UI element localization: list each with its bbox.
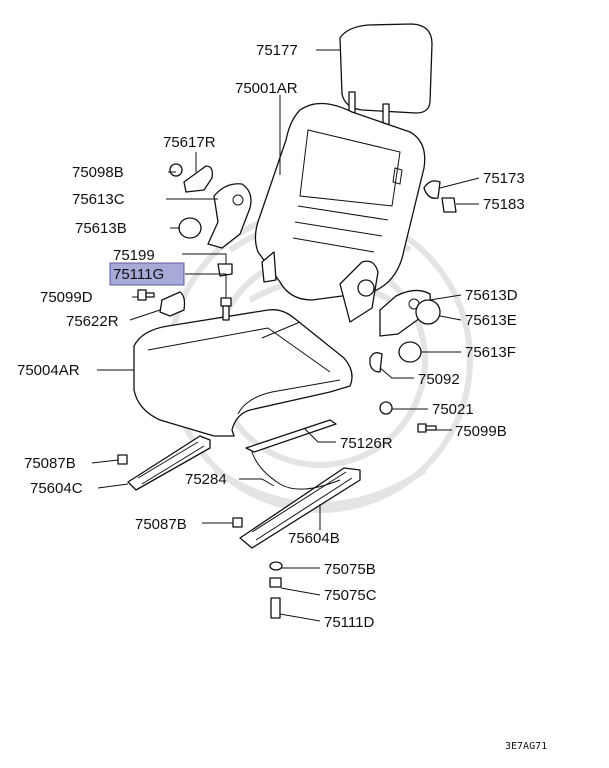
callout-75001ar[interactable]: 75001AR [235,80,298,97]
callout-75111g[interactable]: 75111G [113,266,164,283]
diagram-code: 3E7AG71 [505,741,547,752]
slide-rail-right[interactable] [239,467,361,549]
cover-round-right-lower[interactable] [398,341,422,363]
recliner-bracket-left[interactable] [207,183,252,249]
callout-75075c[interactable]: 75075C [324,587,377,604]
callout-75111d[interactable]: 75111D [324,614,374,631]
leader-lines [91,49,480,622]
clip[interactable] [217,263,233,277]
seat-cushion[interactable] [133,309,353,437]
cover-round-right-upper[interactable] [415,299,441,325]
callout-75613b[interactable]: 75613B [75,220,127,237]
callout-75004ar[interactable]: 75004AR [17,362,80,379]
callout-75284[interactable]: 75284 [185,471,227,488]
callout-75092[interactable]: 75092 [418,371,460,388]
callout-75604c[interactable]: 75604C [30,480,83,497]
callout-75622r[interactable]: 75622R [66,313,119,330]
callout-75099b[interactable]: 75099B [455,423,507,440]
plug[interactable] [441,197,457,213]
callout-75099d[interactable]: 75099D [40,289,93,306]
cover-round-left[interactable] [178,217,202,239]
callout-75617r[interactable]: 75617R [163,134,216,151]
bolt-75111g[interactable] [220,297,232,321]
callout-75126r[interactable]: 75126R [340,435,393,452]
lever-cap[interactable] [423,180,441,199]
callout-75087b-right[interactable]: 75087B [135,516,187,533]
washer[interactable] [379,401,393,415]
callout-75087b-left[interactable]: 75087B [24,455,76,472]
callout-75075b[interactable]: 75075B [324,561,376,578]
callout-75173[interactable]: 75173 [483,170,525,187]
callout-75199[interactable]: 75199 [113,247,155,264]
callout-75613f[interactable]: 75613F [465,344,516,361]
callout-75183[interactable]: 75183 [483,196,525,213]
nut-75087b-right[interactable] [232,517,243,528]
bolt-75111d[interactable] [270,597,281,619]
screw-75099d[interactable] [137,289,155,301]
nut-75087b-left[interactable] [117,454,128,465]
callout-75604b[interactable]: 75604B [288,530,340,547]
trim-piece[interactable] [369,352,383,373]
side-rail[interactable] [245,419,337,453]
knob[interactable] [159,291,186,317]
callout-75613e[interactable]: 75613E [465,312,517,329]
seat-back[interactable] [254,102,426,323]
cap[interactable] [169,163,183,177]
slide-rail-left[interactable] [127,435,211,491]
callout-75613c[interactable]: 75613C [72,191,125,208]
highlight-box-75111g [109,262,185,286]
headrest[interactable] [339,23,433,135]
screw-75099b[interactable] [417,423,437,433]
washer-75075b[interactable] [269,561,283,571]
callout-75177[interactable]: 75177 [256,42,298,59]
nut-75075c[interactable] [269,577,282,588]
callout-75098b[interactable]: 75098B [72,164,124,181]
callout-75021[interactable]: 75021 [432,401,474,418]
callout-75613d[interactable]: 75613D [465,287,518,304]
hinge-cover[interactable] [183,165,214,193]
release-cable[interactable] [251,451,341,490]
